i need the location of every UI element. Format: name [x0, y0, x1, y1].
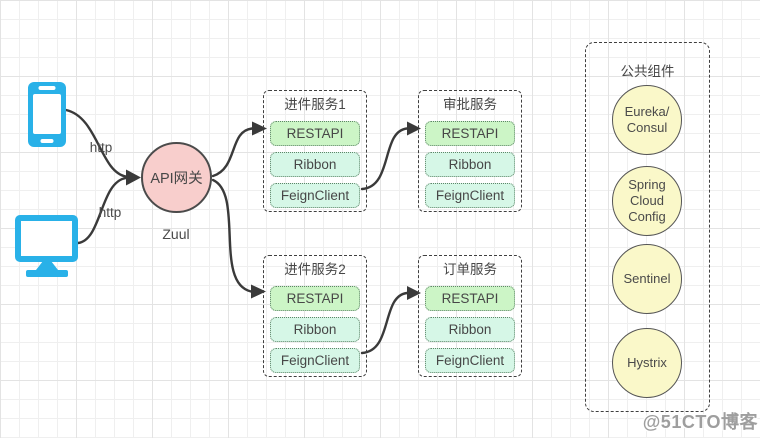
phone-home-bar	[40, 139, 54, 143]
service-title: 进件服务1	[284, 97, 346, 112]
api-gateway-label: API网关	[150, 171, 203, 187]
service-title: 审批服务	[443, 97, 497, 112]
service-box-intake2: 进件服务2 RESTAPI Ribbon FeignClient	[263, 255, 367, 377]
phone-screen	[33, 94, 61, 134]
desktop-monitor-icon	[15, 215, 78, 277]
http-label-desktop: http	[98, 205, 122, 220]
mobile-phone-icon	[28, 82, 66, 147]
component-ribbon: Ribbon	[425, 152, 515, 177]
common-components-panel: 公共组件 Eureka/ Consul Spring Cloud Config …	[585, 42, 710, 412]
component-ribbon: Ribbon	[425, 317, 515, 342]
arrow-gateway-to-service1	[211, 127, 254, 178]
common-item-sentinel: Sentinel	[612, 244, 682, 314]
arrow-service2-to-order	[360, 291, 409, 355]
common-panel-title: 公共组件	[620, 64, 675, 79]
component-feignclient: FeignClient	[270, 348, 360, 373]
gateway-caption: Zuul	[162, 226, 190, 242]
watermark-51cto: @51CTO博客	[642, 412, 758, 432]
common-item-eureka-consul: Eureka/ Consul	[612, 85, 682, 155]
component-feignclient: FeignClient	[425, 348, 515, 373]
common-item-hystrix: Hystrix	[612, 328, 682, 398]
component-restapi: RESTAPI	[270, 121, 360, 146]
component-restapi: RESTAPI	[270, 286, 360, 311]
common-item-spring-cloud-config: Spring Cloud Config	[612, 166, 682, 236]
service-box-approval: 审批服务 RESTAPI Ribbon FeignClient	[418, 90, 522, 212]
api-gateway-node: API网关	[141, 142, 212, 213]
component-feignclient: FeignClient	[270, 183, 360, 208]
component-feignclient: FeignClient	[425, 183, 515, 208]
arrow-service1-to-approval	[360, 127, 409, 191]
service-title: 进件服务2	[284, 262, 346, 277]
component-restapi: RESTAPI	[425, 286, 515, 311]
arrowhead-gateway	[126, 169, 141, 186]
monitor-screen	[15, 215, 78, 262]
component-ribbon: Ribbon	[270, 152, 360, 177]
component-restapi: RESTAPI	[425, 121, 515, 146]
http-label-mobile: http	[89, 140, 113, 155]
phone-speaker-bar	[38, 86, 56, 90]
component-ribbon: Ribbon	[270, 317, 360, 342]
monitor-stand	[35, 261, 58, 270]
arrow-gateway-to-service2	[211, 178, 253, 293]
service-box-intake1: 进件服务1 RESTAPI Ribbon FeignClient	[263, 90, 367, 212]
service-title: 订单服务	[443, 262, 497, 277]
monitor-base	[25, 270, 68, 277]
service-box-order: 订单服务 RESTAPI Ribbon FeignClient	[418, 255, 522, 377]
